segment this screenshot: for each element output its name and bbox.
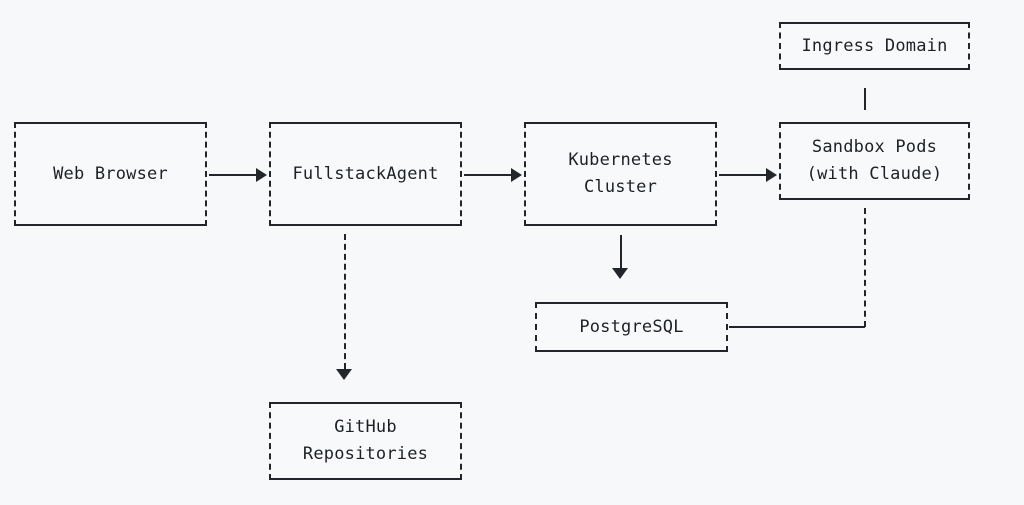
node-sandbox-pods[interactable]: Sandbox Pods (with Claude) <box>779 122 970 200</box>
node-kubernetes-cluster[interactable]: Kubernetes Cluster <box>524 122 717 226</box>
node-web-browser-label: Web Browser <box>53 163 168 184</box>
node-ingress-domain[interactable]: Ingress Domain <box>779 22 970 70</box>
edge-agent-to-cluster-arrowhead <box>511 168 522 182</box>
node-postgresql-label: PostgreSQL <box>579 316 684 337</box>
edge-sandbox-to-postgresql-horizontal <box>729 326 865 328</box>
node-fullstack-agent-label: FullstackAgent <box>292 163 439 184</box>
edge-cluster-to-sandbox-line <box>719 174 768 176</box>
edge-cluster-to-sandbox-arrowhead <box>766 168 777 182</box>
edge-browser-to-agent-line <box>209 174 258 176</box>
node-kubernetes-cluster-label: Kubernetes Cluster <box>568 150 673 197</box>
edge-agent-to-cluster-line <box>464 174 513 176</box>
edge-browser-to-agent-arrowhead <box>256 168 267 182</box>
edge-sandbox-to-postgresql-vertical <box>864 208 866 327</box>
node-fullstack-agent[interactable]: FullstackAgent <box>269 122 462 226</box>
node-github-repositories-label: GitHub Repositories <box>302 417 429 464</box>
edge-cluster-to-postgresql-line <box>620 235 622 269</box>
edge-agent-to-github-line <box>344 234 346 369</box>
node-sandbox-pods-label: Sandbox Pods (with Claude) <box>806 137 943 184</box>
node-ingress-domain-label: Ingress Domain <box>801 35 948 56</box>
node-github-repositories[interactable]: GitHub Repositories <box>269 402 462 480</box>
edge-agent-to-github-arrowhead <box>336 369 352 380</box>
edge-ingress-to-sandbox-line <box>864 88 866 110</box>
node-web-browser[interactable]: Web Browser <box>14 122 207 226</box>
node-postgresql[interactable]: PostgreSQL <box>535 302 728 352</box>
edge-cluster-to-postgresql-arrowhead <box>612 268 628 279</box>
